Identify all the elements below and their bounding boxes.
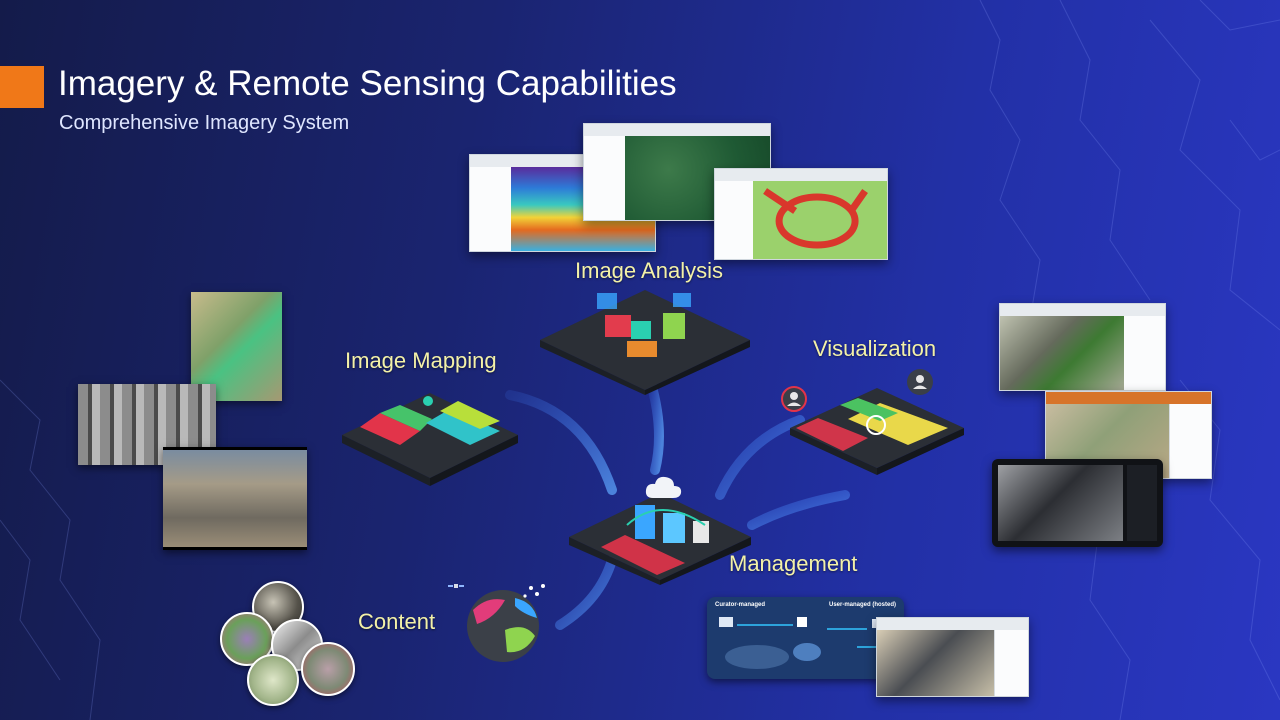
slide-subtitle: Comprehensive Imagery System — [59, 112, 350, 134]
content-circle-river — [247, 654, 299, 706]
slide-title: Imagery & Remote Sensing Capabilities — [58, 64, 677, 103]
node-label-visualization: Visualization — [813, 336, 937, 361]
mapping-photo-field — [191, 292, 282, 401]
management-diagram-graphic — [719, 617, 897, 669]
node-label-image-mapping: Image Mapping — [345, 348, 497, 373]
title-accent-bar — [0, 66, 44, 108]
management-diagram-left-heading: Curator-managed — [715, 602, 766, 608]
content-circle-city — [301, 642, 355, 696]
mapping-photo-oblique-city — [163, 447, 307, 550]
image-analysis-iso-city — [540, 290, 750, 395]
visualization-screenshot-tablet — [992, 459, 1163, 547]
user-icon — [907, 369, 933, 395]
analysis-screenshot-landuse — [714, 168, 888, 260]
node-label-image-analysis: Image Analysis — [575, 258, 723, 283]
visualization-screenshot-desktop — [999, 303, 1166, 391]
content-globe-icon — [467, 584, 545, 662]
image-mapping-iso-city — [342, 393, 518, 486]
node-label-content: Content — [358, 609, 436, 634]
satellite-icon — [448, 584, 464, 588]
user-icon — [781, 386, 807, 412]
management-diagram: Curator-managed User-managed (hosted) — [707, 597, 904, 679]
visualization-iso-city — [790, 388, 964, 475]
node-label-management: Management — [729, 551, 858, 576]
cloud-icon — [645, 476, 682, 498]
management-screenshot — [876, 617, 1029, 697]
management-diagram-right-heading: User-managed (hosted) — [828, 602, 896, 608]
management-iso-city — [569, 493, 751, 585]
